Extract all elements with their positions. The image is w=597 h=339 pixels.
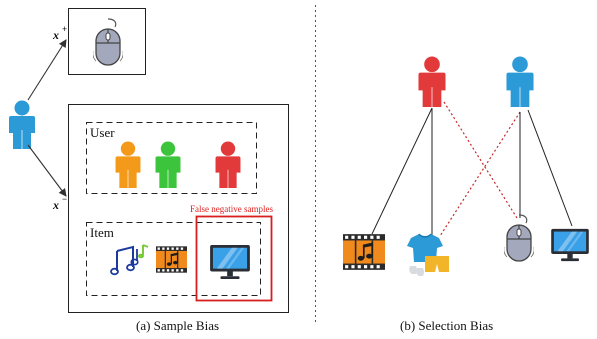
negative-sample-box [68, 104, 289, 313]
false-negative-label: False negative samples [190, 204, 273, 214]
computer-mouse-icon [504, 214, 534, 262]
negative-sample-label: x− [53, 194, 68, 212]
arrow-to-positive [27, 39, 67, 101]
link-blue-clothes-dashed [439, 111, 521, 237]
item-group-box [86, 222, 261, 296]
item-box-label: Item [90, 225, 114, 240]
caption-selection-bias: (b) Selection Bias [400, 318, 494, 333]
source-user-icon [9, 100, 35, 149]
green-user-icon [155, 141, 181, 189]
film-strip-icon [343, 234, 385, 270]
monitor-icon [551, 228, 589, 262]
monitor-icon [210, 244, 250, 280]
positive-sample-label: x+ [53, 24, 68, 42]
arrow-to-negative [27, 144, 67, 197]
music-notes-icon [110, 244, 149, 276]
positive-sample-box [68, 8, 146, 75]
link-red-mouse-dashed [443, 101, 518, 219]
user-group-box [86, 122, 257, 194]
false-negative-box [195, 215, 273, 302]
user-box-label: User [90, 125, 115, 140]
link-red-film [371, 107, 433, 235]
computer-mouse-icon [93, 18, 123, 66]
red-user-icon [215, 141, 241, 189]
orange-user-icon [115, 141, 141, 189]
blue-user-icon [506, 56, 534, 107]
film-strip-icon [156, 246, 187, 273]
red-user-icon [418, 56, 446, 107]
caption-sample-bias: (a) Sample Bias [136, 318, 220, 333]
link-blue-monitor [527, 109, 573, 227]
clothing-icon [407, 233, 449, 276]
